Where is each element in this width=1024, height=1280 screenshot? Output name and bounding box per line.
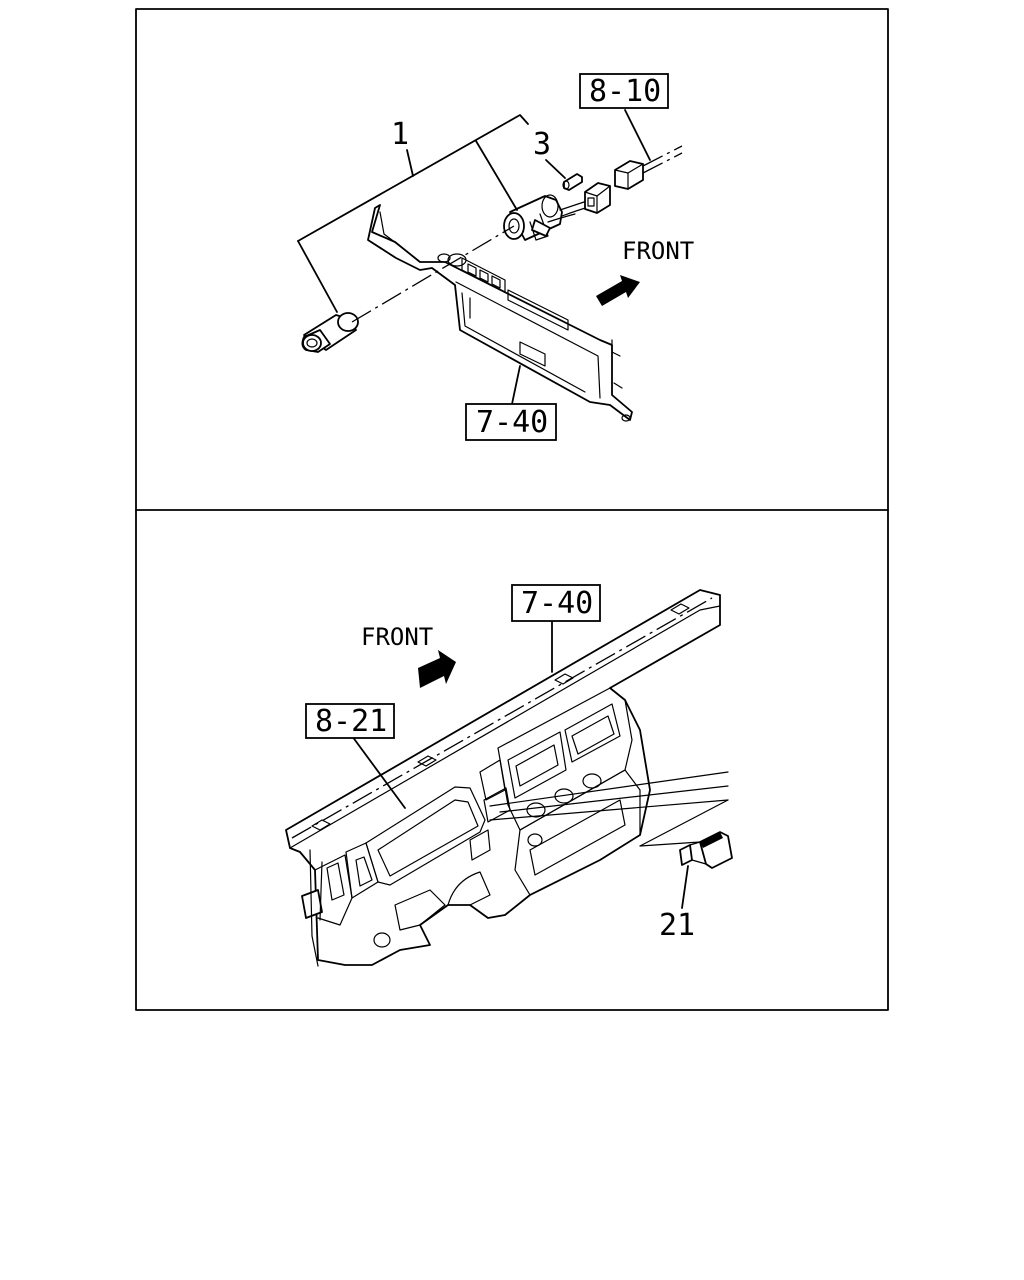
- ref-label-8-10: 8-10: [589, 74, 661, 109]
- panel-bottom: 7-40 8-21 21 FRONT: [285, 584, 733, 967]
- mating-connector: [614, 160, 644, 190]
- ref-label-8-21: 8-21: [315, 704, 387, 739]
- ref-label-7-40-top: 7-40: [476, 405, 548, 440]
- lighter-knob: [301, 312, 359, 353]
- dashboard: [285, 589, 721, 967]
- ref-box-7-40-top: [465, 403, 557, 441]
- ref-box-7-40-bottom: [511, 584, 601, 622]
- front-label-top: FRONT: [622, 237, 694, 265]
- front-label-bottom: FRONT: [361, 623, 433, 651]
- bulb: [562, 173, 583, 191]
- front-arrow-bottom: [418, 650, 456, 688]
- interior-trim-panel: [367, 204, 633, 422]
- ref-label-7-40-bottom: 7-40: [521, 586, 593, 621]
- connector: [584, 182, 611, 214]
- callout-1: 1: [391, 117, 409, 152]
- callout-3: 3: [533, 127, 551, 162]
- dash-switch: [679, 831, 733, 869]
- panel-top: 1 3 8-10 7-40 FRONT: [297, 73, 694, 441]
- lighter-socket: [503, 194, 563, 241]
- callout-21: 21: [659, 908, 695, 943]
- ref-box-8-21: [305, 703, 395, 739]
- front-arrow: [596, 275, 640, 306]
- ref-box-8-10: [579, 73, 669, 109]
